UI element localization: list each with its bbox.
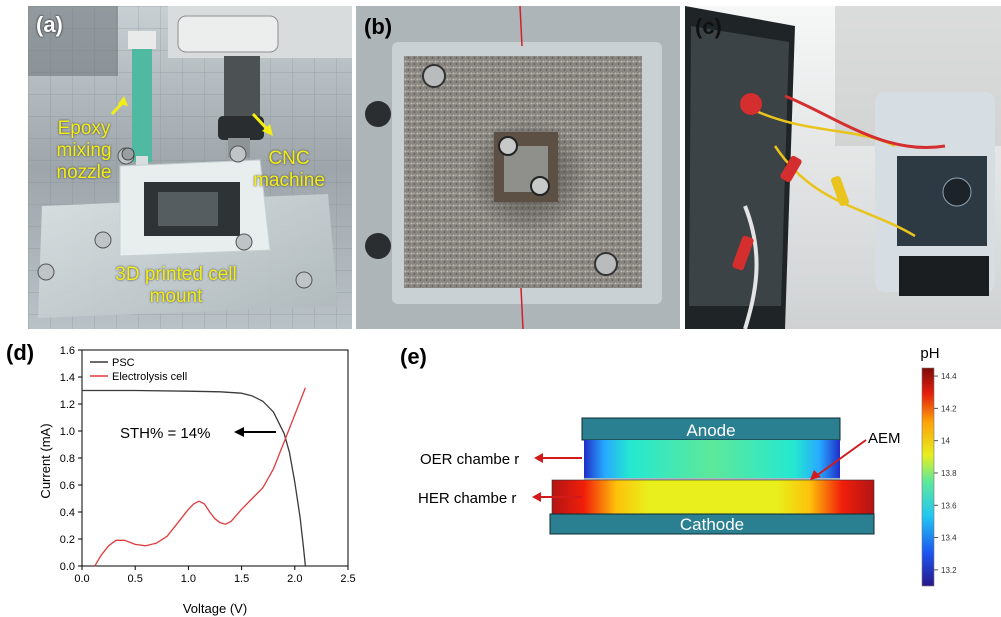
colorbar-title: pH	[920, 345, 939, 362]
colorbar-tick-label: 13.2	[941, 566, 957, 575]
aem-arrow-head	[810, 470, 821, 480]
ph-colorbar	[921, 367, 935, 587]
her-arrow-head	[532, 492, 541, 502]
colorbar-tick-label: 14.2	[941, 404, 957, 413]
x-tick-label: 1.5	[234, 573, 249, 585]
y-tick-label: 0.2	[60, 534, 75, 546]
cnc-annotation: CNC machine	[244, 148, 334, 192]
x-tick-label: 1.0	[181, 573, 196, 585]
her-chamber	[551, 479, 875, 515]
aem-arrow-line	[815, 439, 867, 477]
y-tick-label: 0.0	[60, 561, 75, 573]
y-tick-label: 0.4	[60, 507, 75, 519]
sth-annotation: STH% = 14%	[120, 425, 210, 442]
aem-membrane	[584, 478, 840, 480]
y-tick-label: 1.2	[60, 399, 75, 411]
y-tick-label: 1.0	[60, 426, 75, 438]
panel-b-photo: (b)	[356, 6, 680, 329]
x-tick-label: 2.0	[287, 573, 302, 585]
anode-label: Anode	[686, 421, 735, 440]
panel-a-scene	[28, 6, 352, 329]
x-axis-label: Voltage (V)	[183, 601, 247, 616]
colorbar-tick-label: 14.4	[941, 372, 957, 381]
colorbar-tick-label: 13.4	[941, 534, 957, 543]
oer-chamber-label: OER chambe r	[420, 451, 519, 468]
nozzle-line-2: mixing	[56, 140, 112, 161]
y-tick-label: 0.8	[60, 453, 75, 465]
nozzle-annotation: Epoxy mixing nozzle	[42, 118, 126, 184]
y-tick-label: 1.6	[60, 345, 75, 357]
x-tick-label: 0.5	[128, 573, 143, 585]
panel-b-scene	[356, 6, 680, 329]
nozzle-line-1: Epoxy	[57, 118, 111, 139]
panel-e-label: (e)	[400, 344, 427, 369]
panel-a-photo: (a) Epoxy mixing nozzle CNC machine 3D p…	[28, 6, 352, 329]
cathode-label: Cathode	[680, 515, 744, 534]
mount-annotation: 3D printed cell mount	[86, 264, 266, 308]
aem-label: AEM	[868, 430, 901, 447]
cnc-line-1: CNC	[268, 148, 310, 169]
panel-c-scene	[685, 6, 1001, 329]
series-line-0	[82, 389, 307, 567]
nozzle-line-3: nozzle	[56, 162, 112, 183]
x-tick-label: 0.0	[74, 573, 89, 585]
panel-b-label: (b)	[364, 14, 393, 39]
panel-c-photo: (c)	[685, 6, 1001, 329]
her-chamber-label: HER chambe r	[418, 490, 516, 507]
panel-d-label: (d)	[6, 340, 35, 365]
iv-chart: 0.0 0.5 1.0 1.5 2.0 2.5 0.0 0.2 0.4 0.6 0.8 1.0 1.2 1…	[38, 345, 356, 616]
panel-a-label: (a)	[36, 12, 63, 37]
oer-chamber	[584, 440, 840, 478]
colorbar-tick-label: 14	[941, 437, 950, 446]
mount-line-2: mount	[149, 286, 203, 307]
sth-arrow-head	[234, 427, 244, 437]
cnc-line-2: machine	[253, 170, 325, 191]
y-tick-label: 1.4	[60, 372, 75, 384]
x-tick-label: 2.5	[340, 573, 355, 585]
colorbar-tick-label: 13.8	[941, 469, 957, 478]
panel-c-label: (c)	[695, 14, 722, 39]
oer-arrow-head	[534, 453, 543, 463]
y-tick-label: 0.6	[60, 480, 75, 492]
cathode-electrode	[549, 513, 875, 535]
ph-diagram: Anode Cathode OER chambe r HER chambe r …	[418, 345, 957, 587]
series-line-1	[94, 387, 307, 567]
mount-line-1: 3D printed cell	[115, 264, 237, 285]
legend-label-0: PSC	[112, 357, 135, 369]
colorbar-tick-label: 13.6	[941, 501, 957, 510]
y-axis-label: Current (mA)	[38, 423, 53, 498]
legend-label-1: Electrolysis cell	[112, 371, 187, 383]
